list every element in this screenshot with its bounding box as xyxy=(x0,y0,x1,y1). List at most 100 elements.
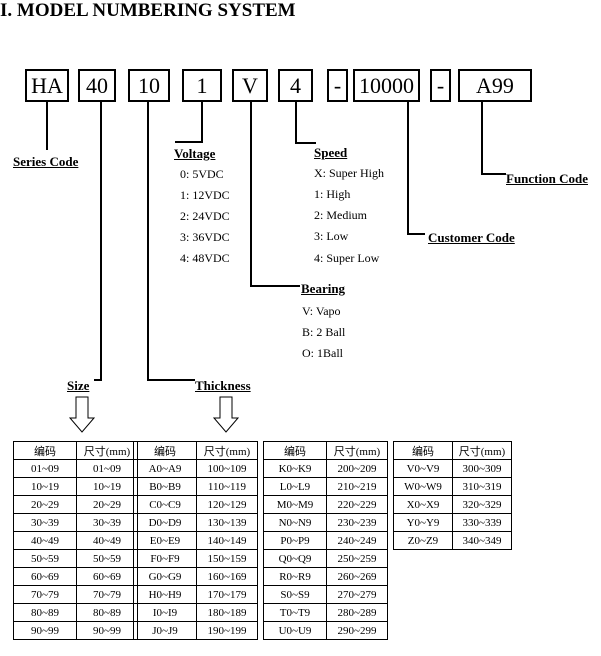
speed-heading: Speed xyxy=(314,145,348,160)
code-cell: 10~19 xyxy=(13,477,77,496)
code-cell: H0~H9 xyxy=(133,585,197,604)
code-cell: P0~P9 xyxy=(263,531,327,550)
size-cell: 100~109 xyxy=(196,459,258,478)
size-cell: 240~249 xyxy=(326,531,388,550)
size-cell: 210~219 xyxy=(326,477,388,496)
code-cell: 50~59 xyxy=(13,549,77,568)
bearing-option: B: 2 Ball xyxy=(302,325,346,339)
table-header-row: 编码尺寸(mm) xyxy=(13,441,138,460)
size-column-header: 尺寸(mm) xyxy=(452,441,512,460)
thickness-heading: Thickness xyxy=(195,378,251,393)
code-column-header: 编码 xyxy=(393,441,453,460)
size-cell: 340~349 xyxy=(452,531,512,550)
customer-code-heading: Customer Code xyxy=(428,230,515,245)
code-column-header: 编码 xyxy=(263,441,327,460)
speed-option: X: Super High xyxy=(314,166,384,180)
code-cell: 70~79 xyxy=(13,585,77,604)
code-cell: W0~W9 xyxy=(393,477,453,496)
size-heading: Size xyxy=(67,378,90,393)
voltage-option: 3: 36VDC xyxy=(180,230,230,244)
size-cell: 140~149 xyxy=(196,531,258,550)
size-column-header: 尺寸(mm) xyxy=(326,441,388,460)
code-cell: J0~J9 xyxy=(133,621,197,640)
code-cell: S0~S9 xyxy=(263,585,327,604)
code-cell: 01~09 xyxy=(13,459,77,478)
size-cell: 10~19 xyxy=(76,477,138,496)
size-cell: 60~69 xyxy=(76,567,138,586)
code-cell: T0~T9 xyxy=(263,603,327,622)
size-cell: 40~49 xyxy=(76,531,138,550)
size-cell: 160~169 xyxy=(196,567,258,586)
size-cell: 90~99 xyxy=(76,621,138,640)
code-cell: 60~69 xyxy=(13,567,77,586)
size-cell: 190~199 xyxy=(196,621,258,640)
code-box-thickness: 10 xyxy=(128,69,170,102)
code-box-bearing: V xyxy=(232,69,268,102)
code-cell: G0~G9 xyxy=(133,567,197,586)
table-header-row: 编码尺寸(mm) xyxy=(263,441,388,460)
voltage-option: 0: 5VDC xyxy=(180,167,224,181)
speed-option: 4: Super Low xyxy=(314,251,380,265)
code-box-dash-1: - xyxy=(327,69,348,102)
size-cell: 200~209 xyxy=(326,459,388,478)
code-cell: I0~I9 xyxy=(133,603,197,622)
size-cell: 330~339 xyxy=(452,513,512,532)
voltage-option: 2: 24VDC xyxy=(180,209,230,223)
size-cell: 280~289 xyxy=(326,603,388,622)
code-cell: D0~D9 xyxy=(133,513,197,532)
page-title: I. MODEL NUMBERING SYSTEM xyxy=(0,0,296,21)
size-cell: 150~159 xyxy=(196,549,258,568)
size-cell: 250~259 xyxy=(326,549,388,568)
size-cell: 220~229 xyxy=(326,495,388,514)
code-box-customer: 10000 xyxy=(353,69,420,102)
voltage-heading: Voltage xyxy=(174,146,216,161)
size-cell: 70~79 xyxy=(76,585,138,604)
code-cell: 90~99 xyxy=(13,621,77,640)
table-header-row: 编码尺寸(mm) xyxy=(393,441,512,460)
code-cell: 40~49 xyxy=(13,531,77,550)
code-cell: B0~B9 xyxy=(133,477,197,496)
code-column-header: 编码 xyxy=(13,441,77,460)
code-box-series: HA xyxy=(25,69,69,102)
code-cell: 80~89 xyxy=(13,603,77,622)
size-cell: 120~129 xyxy=(196,495,258,514)
code-cell: X0~X9 xyxy=(393,495,453,514)
code-column-header: 编码 xyxy=(133,441,197,460)
size-cell: 260~269 xyxy=(326,567,388,586)
code-box-voltage: 1 xyxy=(182,69,222,102)
size-cell: 20~29 xyxy=(76,495,138,514)
code-cell: V0~V9 xyxy=(393,459,453,478)
size-cell: 130~139 xyxy=(196,513,258,532)
code-cell: 30~39 xyxy=(13,513,77,532)
arrow-down-icon xyxy=(68,396,96,433)
code-cell: K0~K9 xyxy=(263,459,327,478)
arrow-down-icon xyxy=(212,396,240,433)
